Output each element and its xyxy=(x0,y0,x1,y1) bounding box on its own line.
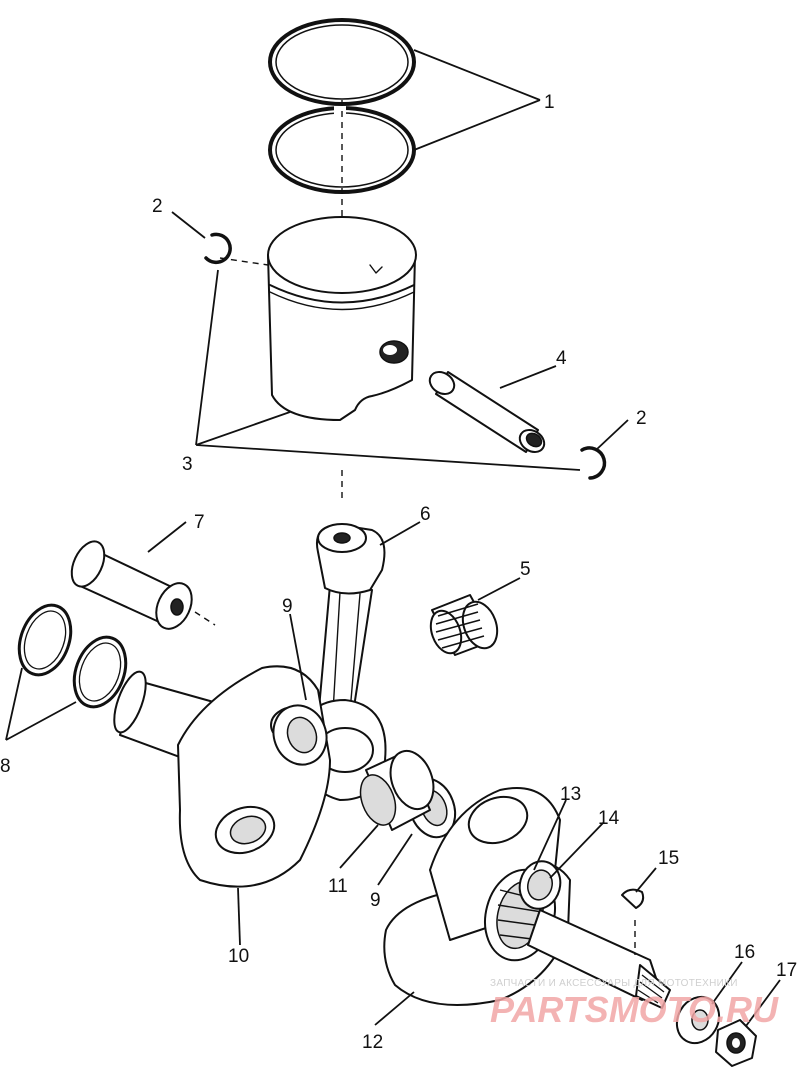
leader-lines xyxy=(5,49,781,1027)
circlip-right xyxy=(580,446,607,480)
callout-13: 13 xyxy=(560,784,581,805)
needle-bearing-small xyxy=(429,594,499,656)
callout-1: 1 xyxy=(544,92,555,113)
callout-15: 15 xyxy=(658,848,679,869)
lock-washer xyxy=(675,995,721,1045)
flywheel-nut xyxy=(715,1019,757,1067)
callout-17: 17 xyxy=(776,960,797,981)
callout-10: 10 xyxy=(228,946,249,967)
seal-outer xyxy=(17,603,73,677)
callout-labels: 1 2 2 3 4 5 6 7 8 9 9 10 11 12 13 14 15 … xyxy=(0,92,797,1053)
callout-9-upper: 9 xyxy=(282,596,293,617)
wrist-pin xyxy=(428,371,546,453)
callout-11: 11 xyxy=(328,876,348,897)
callout-4: 4 xyxy=(556,348,567,369)
watermark-brand: PARTSMOTO.RU xyxy=(490,989,779,1030)
callout-12: 12 xyxy=(362,1032,383,1053)
watermark-tagline: ЗАПЧАСТИ И АКСЕССУАРЫ ДЛЯ МОТОТЕХНИКИ xyxy=(490,978,738,989)
seal-inner xyxy=(72,635,128,709)
callout-16: 16 xyxy=(734,942,755,963)
watermark: ЗАПЧАСТИ И АКСЕССУАРЫ ДЛЯ МОТОТЕХНИКИ PA… xyxy=(490,978,779,1030)
circlip-left xyxy=(204,232,232,265)
connecting-rod xyxy=(299,523,387,801)
callout-6: 6 xyxy=(420,504,431,525)
piston xyxy=(219,216,417,421)
crankpin xyxy=(70,540,193,630)
crankpin-bearing xyxy=(359,749,435,831)
callout-8: 8 xyxy=(0,756,11,777)
callout-5: 5 xyxy=(520,559,531,580)
output-shaft xyxy=(527,909,671,1009)
callout-2-left: 2 xyxy=(152,196,163,217)
main-bearing-outer xyxy=(518,860,562,910)
callout-7: 7 xyxy=(194,512,205,533)
callout-9-lower: 9 xyxy=(370,890,381,911)
thrust-washer-upper xyxy=(272,704,328,766)
callout-3: 3 xyxy=(182,454,193,475)
callout-14: 14 xyxy=(598,808,620,829)
callout-2-right: 2 xyxy=(636,408,647,429)
woodruff-key xyxy=(621,888,645,909)
piston-ring-upper xyxy=(268,18,416,106)
crank-half-left xyxy=(113,665,331,888)
